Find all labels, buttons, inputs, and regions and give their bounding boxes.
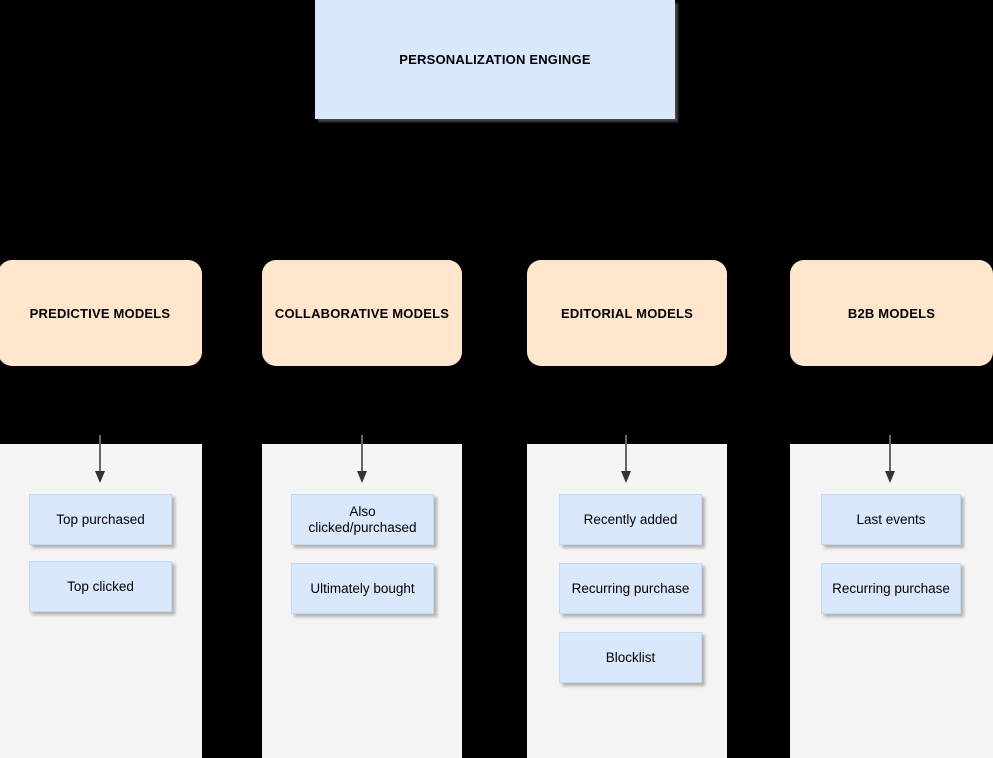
item-label-top-purchased: Top purchased [56,511,145,527]
item-box-also-clicked-purchased[interactable]: Also clicked/purchased [291,494,434,545]
item-label-blocklist: Blocklist [605,649,656,665]
item-box-recurring-purchase-editorial[interactable]: Recurring purchase [559,563,702,614]
item-label-recurring-purchase-b2b: Recurring purchase [832,580,950,596]
category-label-b2b-models: B2B MODELS [847,305,936,321]
personalization-engine-label: PERSONALIZATION ENGINGE [399,52,591,67]
item-box-top-purchased[interactable]: Top purchased [29,494,172,545]
item-label-ultimately-bought: Ultimately bought [310,580,415,596]
arrow-to-collaborative-items [356,435,368,485]
category-label-collaborative-models: COLLABORATIVE MODELS [274,305,450,321]
arrow-to-editorial-items [620,435,632,485]
category-box-editorial-models[interactable]: EDITORIAL MODELS [527,260,727,366]
item-box-top-clicked[interactable]: Top clicked [29,561,172,612]
category-box-predictive-models[interactable]: PREDICTIVE MODELS [0,260,202,366]
category-box-collaborative-models[interactable]: COLLABORATIVE MODELS [262,260,462,366]
arrow-to-predictive-items [94,435,106,485]
item-label-last-events: Last events [856,511,926,527]
item-box-ultimately-bought[interactable]: Ultimately bought [291,563,434,614]
item-box-blocklist[interactable]: Blocklist [559,632,702,683]
item-label-recurring-purchase-editorial: Recurring purchase [571,580,690,596]
item-label-recently-added: Recently added [583,511,678,527]
category-label-editorial-models: EDITORIAL MODELS [560,305,693,321]
category-box-b2b-models[interactable]: B2B MODELS [790,260,993,366]
item-label-also-clicked-purchased: Also clicked/purchased [308,503,417,535]
personalization-engine-box[interactable]: PERSONALIZATION ENGINGE [315,0,675,119]
item-box-recently-added[interactable]: Recently added [559,494,702,545]
arrow-to-b2b-items [884,435,896,485]
item-label-top-clicked: Top clicked [67,578,134,594]
item-box-recurring-purchase-b2b[interactable]: Recurring purchase [821,563,961,614]
item-box-last-events[interactable]: Last events [821,494,961,545]
category-label-predictive-models: PREDICTIVE MODELS [29,305,171,321]
